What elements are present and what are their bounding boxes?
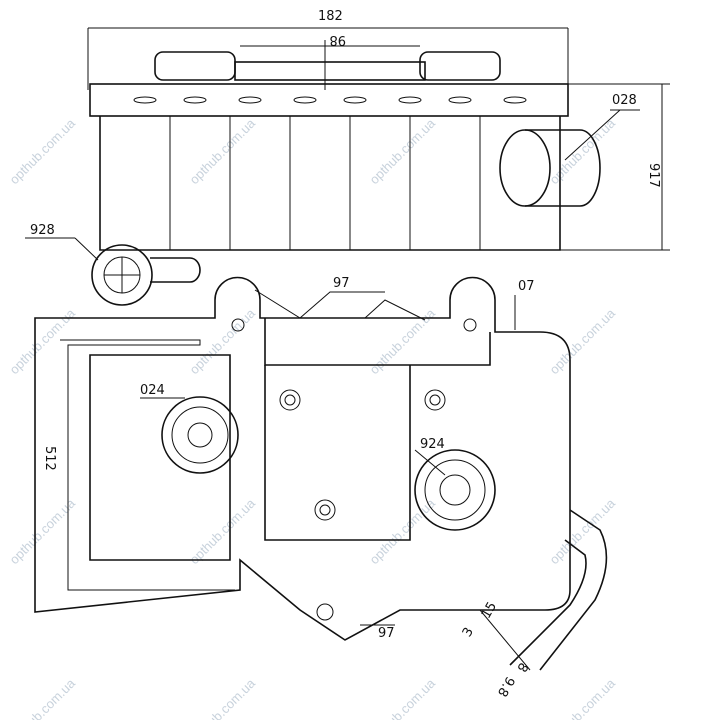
watermark: opthub.com.ua xyxy=(7,675,79,720)
dim-right-port: 924 xyxy=(420,437,445,452)
top-view xyxy=(25,27,670,306)
watermark: opthub.com.ua xyxy=(367,495,439,567)
dim-hose-c: 8 xyxy=(513,660,530,675)
watermark: opthub.com.ua xyxy=(547,675,619,720)
watermark: opthub.com.ua xyxy=(367,115,439,187)
watermark: opthub.com.ua xyxy=(7,115,79,187)
watermark: opthub.com.ua xyxy=(547,495,619,567)
dim-left-port: 024 xyxy=(140,383,165,398)
watermark: opthub.com.ua xyxy=(187,115,259,187)
dim-hose-d: 9.8 xyxy=(494,674,517,699)
dim-upper-width: 97 xyxy=(333,276,350,291)
dim-left-pipe: 928 xyxy=(30,223,55,238)
watermark: opthub.com.ua xyxy=(187,305,259,377)
watermark: opthub.com.ua xyxy=(547,305,619,377)
watermark: opthub.com.ua xyxy=(547,115,619,187)
watermark: opthub.com.ua xyxy=(367,305,439,377)
front-view xyxy=(34,276,608,671)
dim-right-height: 917 xyxy=(646,163,661,188)
dim-top-width: 98 xyxy=(329,32,346,47)
watermark: opthub.com.ua xyxy=(187,675,259,720)
dim-bottom-width: 97 xyxy=(378,626,395,641)
dim-top-pipe: 028 xyxy=(612,93,637,108)
dim-hose-b: 3 xyxy=(460,625,477,640)
watermark: opthub.com.ua xyxy=(367,675,439,720)
dim-right-offset: 07 xyxy=(518,279,535,294)
dim-hose-a: 15 xyxy=(479,600,500,622)
watermark: opthub.com.ua xyxy=(187,495,259,567)
dim-left-height: 512 xyxy=(42,446,57,471)
dim-overall-width: 182 xyxy=(318,9,343,24)
